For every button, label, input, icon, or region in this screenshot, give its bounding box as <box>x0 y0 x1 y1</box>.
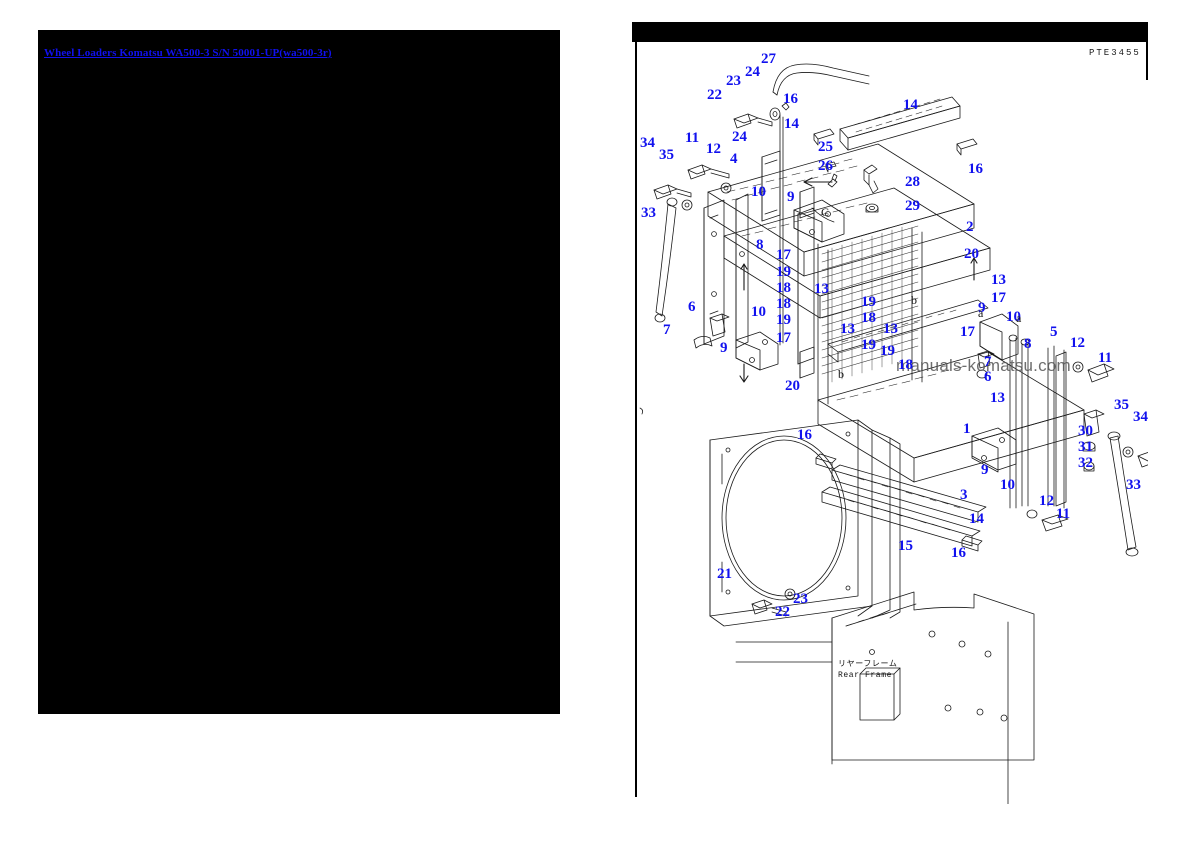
part-callout-33: 33 <box>1126 477 1141 493</box>
part-callout-17: 17 <box>776 247 791 263</box>
part-callout-33: 33 <box>641 205 656 221</box>
part-callout-23: 23 <box>793 591 808 607</box>
part-callout-13: 13 <box>990 390 1005 406</box>
part-callout-18: 18 <box>776 280 791 296</box>
part-callout-17: 17 <box>776 330 791 346</box>
part-callout-22: 22 <box>707 87 722 103</box>
part-callout-27: 27 <box>761 51 776 67</box>
part-callout-12: 12 <box>1039 493 1054 509</box>
part-callout-9: 9 <box>787 189 795 205</box>
part-callout-10: 10 <box>751 184 766 200</box>
part-callout-24: 24 <box>745 64 760 80</box>
sheet-top-bar <box>632 22 1148 42</box>
part-callout-20: 20 <box>785 378 800 394</box>
part-callout-6: 6 <box>688 299 696 315</box>
section-mark-a: a <box>978 306 984 320</box>
part-callout-14: 14 <box>969 511 984 527</box>
part-callout-14: 14 <box>784 116 799 132</box>
part-callout-11: 11 <box>685 130 700 146</box>
part-callout-34: 34 <box>1133 409 1148 425</box>
part-callout-10: 10 <box>1006 309 1021 325</box>
part-callout-16: 16 <box>783 91 798 107</box>
part-callout-20: 20 <box>964 246 979 262</box>
part-callout-12: 12 <box>706 141 721 157</box>
part-callout-12: 12 <box>1070 335 1085 351</box>
section-mark-b: b <box>911 293 917 307</box>
part-callout-19: 19 <box>861 337 876 353</box>
part-callout-18: 18 <box>898 357 913 373</box>
part-callout-19: 19 <box>776 312 791 328</box>
part-callout-2: 2 <box>966 219 974 235</box>
part-callout-8: 8 <box>1024 336 1032 352</box>
part-callout-7: 7 <box>984 354 992 370</box>
part-callout-9: 9 <box>981 462 989 478</box>
part-callout-4: 4 <box>730 151 738 167</box>
part-callout-19: 19 <box>880 343 895 359</box>
part-callout-1: 1 <box>963 421 971 437</box>
part-callout-3: 3 <box>960 487 968 503</box>
part-callout-18: 18 <box>861 310 876 326</box>
part-callout-26: 26 <box>818 158 833 174</box>
part-callout-16: 16 <box>951 545 966 561</box>
part-callout-17: 17 <box>991 290 1006 306</box>
part-callout-6: 6 <box>984 369 992 385</box>
part-callout-10: 10 <box>1000 477 1015 493</box>
part-callout-13: 13 <box>991 272 1006 288</box>
part-callout-28: 28 <box>905 174 920 190</box>
part-callout-19: 19 <box>861 294 876 310</box>
part-callout-13: 13 <box>840 321 855 337</box>
part-callout-16: 16 <box>797 427 812 443</box>
part-callout-11: 11 <box>1056 506 1071 522</box>
part-callout-15: 15 <box>898 538 913 554</box>
part-callout-14: 14 <box>903 97 918 113</box>
part-callout-9: 9 <box>978 300 986 316</box>
exploded-view-artwork <box>632 22 1148 804</box>
part-callout-11: 11 <box>1098 350 1113 366</box>
part-callout-8: 8 <box>756 237 764 253</box>
part-callout-24: 24 <box>732 129 747 145</box>
section-mark-b: b <box>838 367 844 381</box>
sheet-left-border <box>635 42 637 797</box>
part-callout-31: 31 <box>1078 439 1093 455</box>
part-callout-13: 13 <box>814 281 829 297</box>
diagram-image-placeholder <box>38 30 560 714</box>
part-callout-17: 17 <box>960 324 975 340</box>
watermark-text: manuals-komatsu.com <box>896 356 1071 375</box>
part-callout-35: 35 <box>1114 397 1129 413</box>
part-callout-22: 22 <box>775 604 790 620</box>
sheet-right-border <box>1146 42 1148 80</box>
part-callout-10: 10 <box>751 304 766 320</box>
part-callout-9: 9 <box>720 340 728 356</box>
part-callout-16: 16 <box>968 161 983 177</box>
part-callout-13: 13 <box>883 321 898 337</box>
section-mark-C: C <box>821 205 830 219</box>
part-callout-21: 21 <box>717 566 732 582</box>
part-callout-19: 19 <box>776 264 791 280</box>
part-callout-32: 32 <box>1078 455 1093 471</box>
part-callout-29: 29 <box>905 198 920 214</box>
part-callout-34: 34 <box>640 135 655 151</box>
part-callout-18: 18 <box>776 296 791 312</box>
document-title-link[interactable]: Wheel Loaders Komatsu WA500-3 S/N 50001-… <box>44 47 332 59</box>
part-callout-7: 7 <box>663 322 671 338</box>
page-code-label: PTE3455 <box>1089 48 1141 58</box>
part-callout-30: 30 <box>1078 423 1093 439</box>
part-callout-5: 5 <box>1050 324 1058 340</box>
part-callout-35: 35 <box>659 147 674 163</box>
part-callout-25: 25 <box>818 139 833 155</box>
part-callout-23: 23 <box>726 73 741 89</box>
rear-frame-label: リヤーフレーム Rear Frame <box>838 660 898 680</box>
section-mark-a: a <box>1016 311 1022 325</box>
